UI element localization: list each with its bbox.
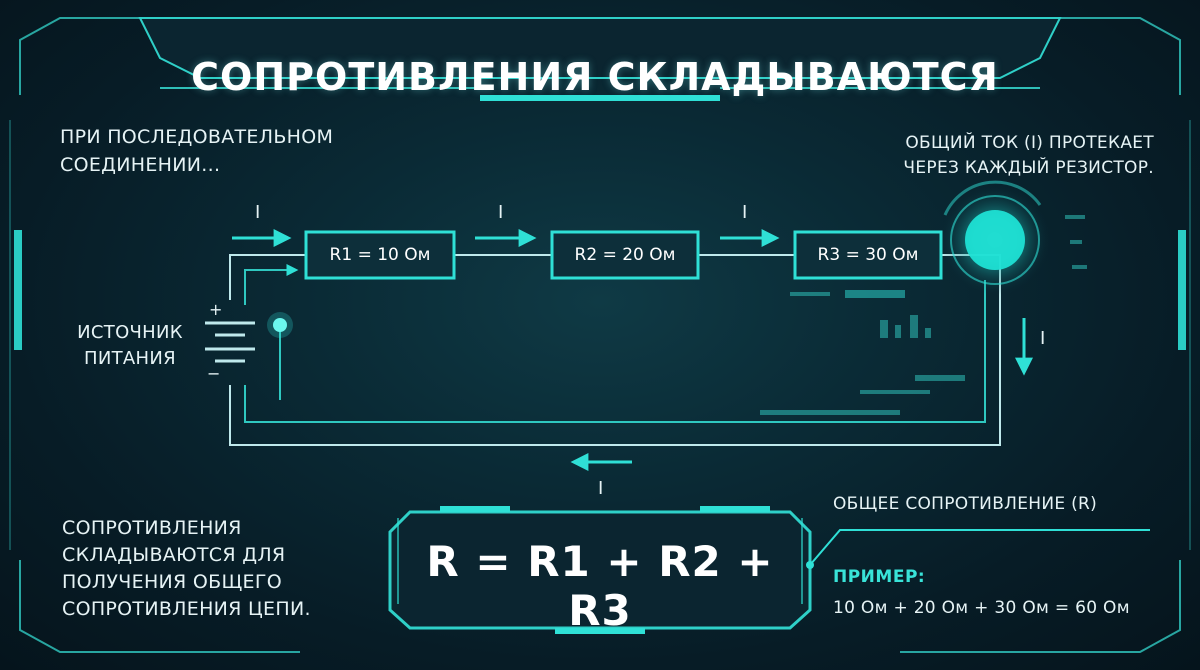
intro-text: ПРИ ПОСЛЕДОВАТЕЛЬНОМ СОЕДИНЕНИИ... [60,123,420,179]
page-title: СОПРОТИВЛЕНИЯ СКЛАДЫВАЮТСЯ [191,55,999,100]
resistor-box-r2 [550,230,700,280]
battery-minus-sign: − [207,364,221,383]
resistor-box-r3 [793,230,943,280]
glow-orb [940,180,1050,295]
source-label: ИСТОЧНИК ПИТАНИЯ [60,320,200,372]
resistor-label-r1: R1 = 10 Ом [329,245,431,265]
current-label-4: I [1040,328,1046,349]
intro-line-2: СОЕДИНЕНИИ... [60,154,221,176]
example-label: ПРИМЕР: [833,567,926,587]
wire-top-left [229,254,306,300]
title-banner [138,17,1062,101]
current-note-line-2: ЧЕРЕЗ КАЖДЫЙ РЕЗИСТОР. [903,158,1154,178]
total-resistance-label: ОБЩЕЕ СОПРОТИВЛЕНИЕ (R) [833,494,1098,514]
resistor-box-r1 [304,230,456,280]
inner-traces [244,264,986,423]
current-label-3: I [742,202,748,223]
formula-text: R = R1 + R2 + R3 [426,537,774,635]
summary-text: СОПРОТИВЛЕНИЯ СКЛАДЫВАЮТСЯ ДЛЯ ПОЛУЧЕНИЯ… [62,515,392,623]
outer-frame [9,17,1191,653]
wire-r3-right [229,254,1001,446]
formula-panel [388,506,1150,634]
current-arrows [232,229,1033,471]
battery-symbol [205,321,255,363]
summary-line-1: СОПРОТИВЛЕНИЯ [62,517,242,539]
summary-line-2: СКЛАДЫВАЮТСЯ ДЛЯ [62,544,286,566]
resistor-label-r2: R2 = 20 Ом [574,245,676,265]
summary-line-3: ПОЛУЧЕНИЯ ОБЩЕГО [62,571,282,593]
summary-line-4: СОПРОТИВЛЕНИЯ ЦЕПИ. [62,598,311,620]
node-dot [273,318,287,332]
current-label-1: I [255,202,261,223]
source-label-line-1: ИСТОЧНИК [77,322,183,343]
example-value: 10 Ом + 20 Ом + 30 Ом = 60 Ом [833,598,1130,618]
resistor-boxes [304,230,943,280]
source-label-line-2: ПИТАНИЯ [84,348,176,369]
current-note: ОБЩИЙ ТОК (I) ПРОТЕКАЕТ ЧЕРЕЗ КАЖДЫЙ РЕЗ… [824,131,1154,181]
current-note-line-1: ОБЩИЙ ТОК (I) ПРОТЕКАЕТ [905,133,1154,153]
resistor-label-r3: R3 = 30 Ом [817,245,919,265]
intro-line-1: ПРИ ПОСЛЕДОВАТЕЛЬНОМ [60,126,334,148]
tech-decor [760,215,1087,415]
current-label-5: I [598,478,604,499]
frame-accent-left [14,230,22,350]
circuit-wires [229,254,1001,446]
battery-plus-sign: + [209,300,223,319]
current-label-2: I [498,202,504,223]
frame-accent-right [1178,230,1186,350]
